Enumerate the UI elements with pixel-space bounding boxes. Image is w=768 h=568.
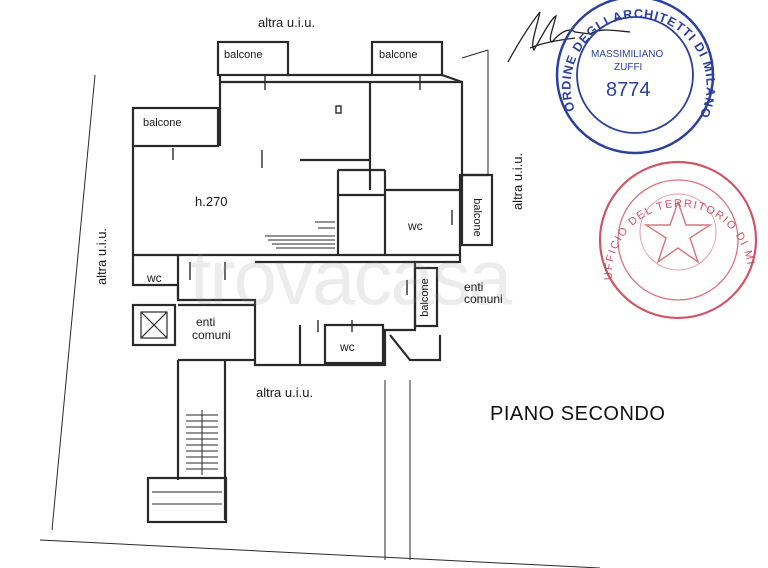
label-balcony-top-left: balcone	[224, 49, 263, 61]
label-common-areas-left-line1: enti	[196, 315, 216, 329]
label-wc-bottom: wc	[340, 340, 355, 354]
label-right-neighbor: altra u.i.u.	[510, 152, 526, 211]
label-balcony-right: balcone	[470, 198, 483, 237]
boundary-lines	[39, 49, 601, 568]
land-office-stamp	[598, 160, 758, 320]
elevator-symbol	[140, 311, 168, 339]
label-common-areas-right-line1: enti	[464, 280, 484, 294]
label-left-neighbor: altra u.i.u.	[94, 227, 110, 286]
label-common-areas-right-line2: comuni	[464, 292, 503, 306]
label-bottom-neighbor: altra u.i.u.	[256, 385, 314, 400]
door-marks	[172, 75, 453, 332]
label-balcony-lower: balcone	[418, 278, 431, 317]
apartment-walls	[131, 40, 494, 524]
staircases	[152, 221, 335, 505]
label-wc-right: wc	[408, 219, 423, 233]
label-balcony-top-right: balcone	[379, 49, 418, 61]
watermark: trovacasa	[190, 233, 512, 321]
label-balcony-left: balcone	[143, 117, 182, 129]
stamp-name-line1: MASSIMILIANO	[591, 49, 664, 60]
label-top-neighbor: altra u.i.u.	[258, 15, 316, 30]
architect-stamp	[555, 0, 715, 155]
stamp-number: 8774	[606, 79, 651, 101]
label-common-areas-left-line2: comuni	[192, 328, 231, 342]
label-wc-left: wc	[147, 271, 162, 285]
signature	[507, 11, 631, 63]
stamp-name-line2: ZUFFI	[614, 62, 643, 73]
label-ceiling-height: h.270	[195, 194, 228, 209]
plan-title: PIANO SECONDO	[490, 403, 666, 425]
